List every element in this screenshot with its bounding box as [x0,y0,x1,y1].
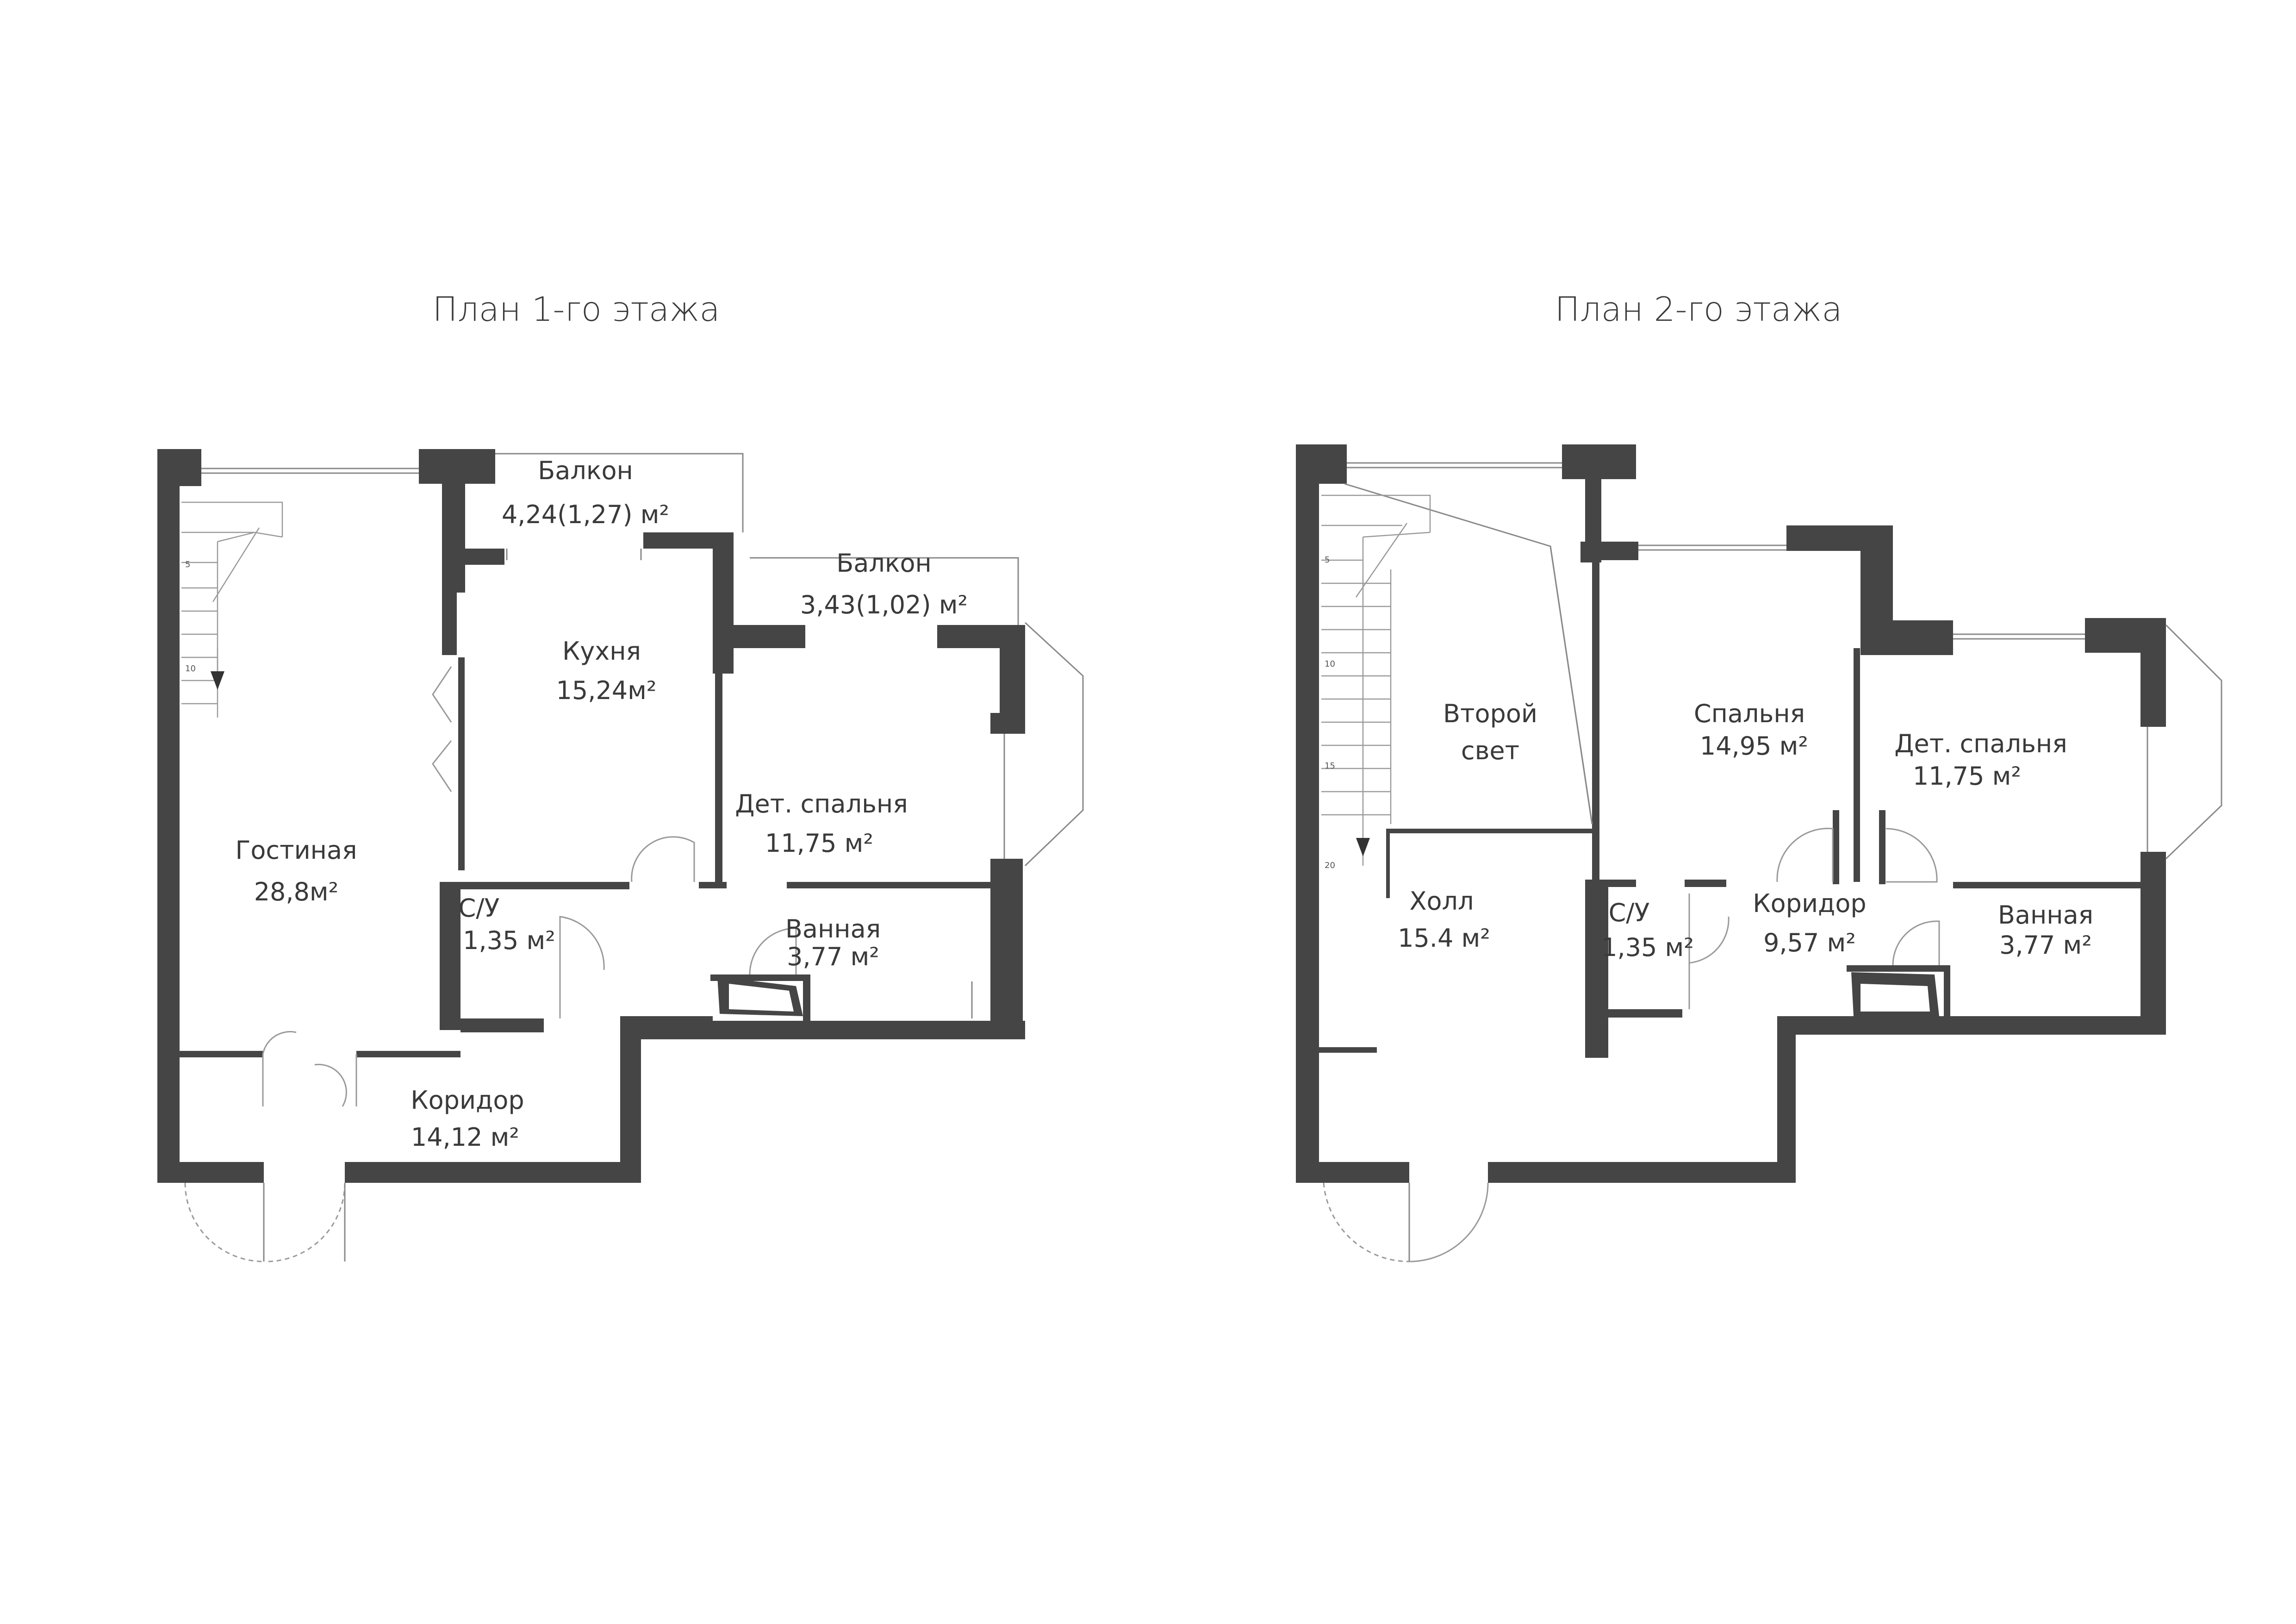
floor2-kids-name: Дет. спальня [1894,729,2067,758]
floor2-bedroom-name: Спальня [1694,699,1805,728]
floor1-corridor-area: 14,12 м² [411,1123,519,1152]
floor2-doors [1323,828,1940,1262]
floor2-corridor-area: 9,57 м² [1763,928,1856,957]
floor2-second-light-line1: Второй [1443,699,1537,728]
floor1-wc-name: С/У [459,893,500,923]
floor2-kids-area: 11,75 м² [1913,762,2021,791]
floor2-stairs: 5 10 15 20 [1321,494,1431,870]
floor1-doors [184,666,797,1262]
floor1-living-name: Гостиная [235,836,357,865]
floor2-hall-area: 15.4 м² [1398,924,1490,953]
floor1-bath-area: 3,77 м² [787,942,879,971]
floor1-title: План 1-го этажа [433,290,720,329]
floor2-stair-tick: 20 [1325,861,1335,870]
floor1-wc-area: 1,35 м² [463,926,555,955]
floor2-bath-area: 3,77 м² [1999,931,2092,960]
floor1-balcony-b-name: Балкон [836,549,932,578]
floor1-plan: План 1-го этажа [157,290,1084,1262]
floor1-bath-name: Ванная [785,914,881,943]
floor2-thin-lines [1344,462,2222,860]
floor2-second-light-line2: свет [1461,736,1519,765]
floor1-stair-tick: 10 [185,664,196,674]
floor1-balcony-b-area: 3,43(1,02) м² [800,590,968,619]
floor2-stair-tick: 5 [1325,555,1330,565]
floor2-stair-tick: 15 [1325,761,1335,771]
floor1-stairs: 5 10 [181,501,283,718]
floor1-kids-area: 11,75 м² [765,829,873,858]
floor2-bath-name: Ванная [1998,900,2093,930]
floor2-title: План 2-го этажа [1555,290,1842,329]
floor1-living-area: 28,8м² [254,877,339,906]
floor1-balcony-a-area: 4,24(1,27) м² [502,500,669,529]
floor1-kids-name: Дет. спальня [735,789,908,818]
floor2-bedroom-area: 14,95 м² [1700,731,1808,761]
floor1-corridor-name: Коридор [411,1086,524,1115]
floor2-wc-area: 1,35 м² [1601,933,1694,962]
floor1-kitchen-area: 15,24м² [556,676,657,705]
floor2-walls [1296,444,2166,1183]
floor2-wc-name: С/У [1609,898,1650,927]
floor1-walls [157,449,1025,1183]
floor2-labels: Второй свет Спальня 14,95 м² Дет. спальн… [1398,699,2093,962]
floor1-stair-tick: 5 [185,560,190,569]
floor1-labels: Балкон 4,24(1,27) м² Балкон 3,43(1,02) м… [235,456,968,1152]
floor2-hall-name: Холл [1409,887,1474,916]
floor2-stair-tick: 10 [1325,659,1335,669]
floor1-kitchen-name: Кухня [562,637,641,666]
floor1-balcony-a-name: Балкон [538,456,633,485]
floor2-corridor-name: Коридор [1753,889,1866,918]
floor1-thin-lines [201,453,1084,1018]
floor2-plan: План 2-го этажа [1296,290,2222,1262]
